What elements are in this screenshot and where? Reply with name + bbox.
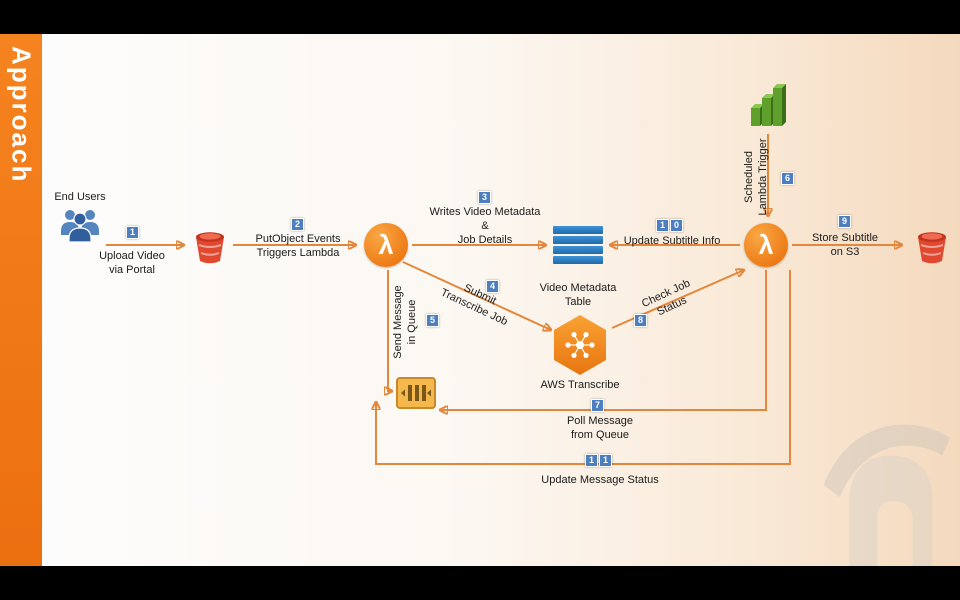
- badge-step-10-digit-2: 0: [670, 219, 683, 232]
- lambda-function-icon: λ: [364, 223, 408, 267]
- end-users-label: End Users: [54, 191, 106, 203]
- s3-bucket-upload-icon: [190, 227, 230, 267]
- badge-step-2: 2: [291, 218, 304, 231]
- label-update-subtitle-info: Update Subtitle Info: [623, 235, 721, 247]
- aws-transcribe-label: AWS Transcribe: [540, 379, 620, 391]
- sidebar-approach: Approach: [0, 34, 42, 566]
- label-putobject-events: PutObject Events Triggers Lambda: [255, 233, 341, 259]
- label-update-message-status: Update Message Status: [541, 474, 659, 486]
- badge-step-11-digit-1: 1: [585, 454, 598, 467]
- lambda-symbol: λ: [378, 229, 394, 260]
- badge-step-8: 8: [634, 314, 647, 327]
- video-metadata-table-label: Video Metadata Table: [539, 282, 617, 308]
- lambda-symbol: λ: [758, 229, 774, 260]
- badge-step-11-digit-2: 1: [599, 454, 612, 467]
- badge-step-5: 5: [426, 314, 439, 327]
- label-scheduled-trigger: Scheduled Lambda Trigger: [743, 138, 769, 216]
- dynamodb-table-icon: [553, 226, 603, 264]
- badge-step-10-digit-1: 1: [656, 219, 669, 232]
- label-writes-metadata: Writes Video Metadata & Job Details: [429, 206, 541, 246]
- badge-step-7: 7: [591, 399, 604, 412]
- cloudwatch-schedule-icon: [745, 80, 791, 130]
- end-users-icon: [58, 205, 102, 243]
- badge-step-11: 1 1: [585, 454, 612, 467]
- arrow-lambda-to-transcribe: [402, 261, 551, 330]
- label-upload-video: Upload Video via Portal: [99, 250, 165, 276]
- label-poll-message: Poll Message from Queue: [566, 415, 634, 441]
- badge-step-4: 4: [486, 280, 499, 293]
- s3-bucket-subtitle-icon: [912, 227, 952, 267]
- aws-transcribe-icon: [553, 315, 607, 375]
- lambda-scheduled-icon: λ: [744, 223, 788, 267]
- arrow-lambda2-update-status: [376, 270, 791, 465]
- spartan-helmet-watermark: [823, 424, 951, 567]
- top-black-bar: [0, 0, 960, 34]
- label-store-subtitle: Store Subtitle on S3: [811, 232, 879, 258]
- badge-step-6: 6: [781, 172, 794, 185]
- arrow-lambda-to-queue: [388, 270, 392, 391]
- badge-step-3: 3: [478, 191, 491, 204]
- arrow-lambda2-poll-queue: [440, 270, 767, 410]
- label-send-message: Send Message in Queue: [392, 285, 418, 359]
- badge-step-10: 1 0: [656, 219, 683, 232]
- page-title: Approach: [6, 46, 37, 184]
- badge-step-9: 9: [838, 215, 851, 228]
- bottom-black-bar: [0, 566, 960, 600]
- badge-step-1: 1: [126, 226, 139, 239]
- sqs-queue-icon: [396, 377, 436, 409]
